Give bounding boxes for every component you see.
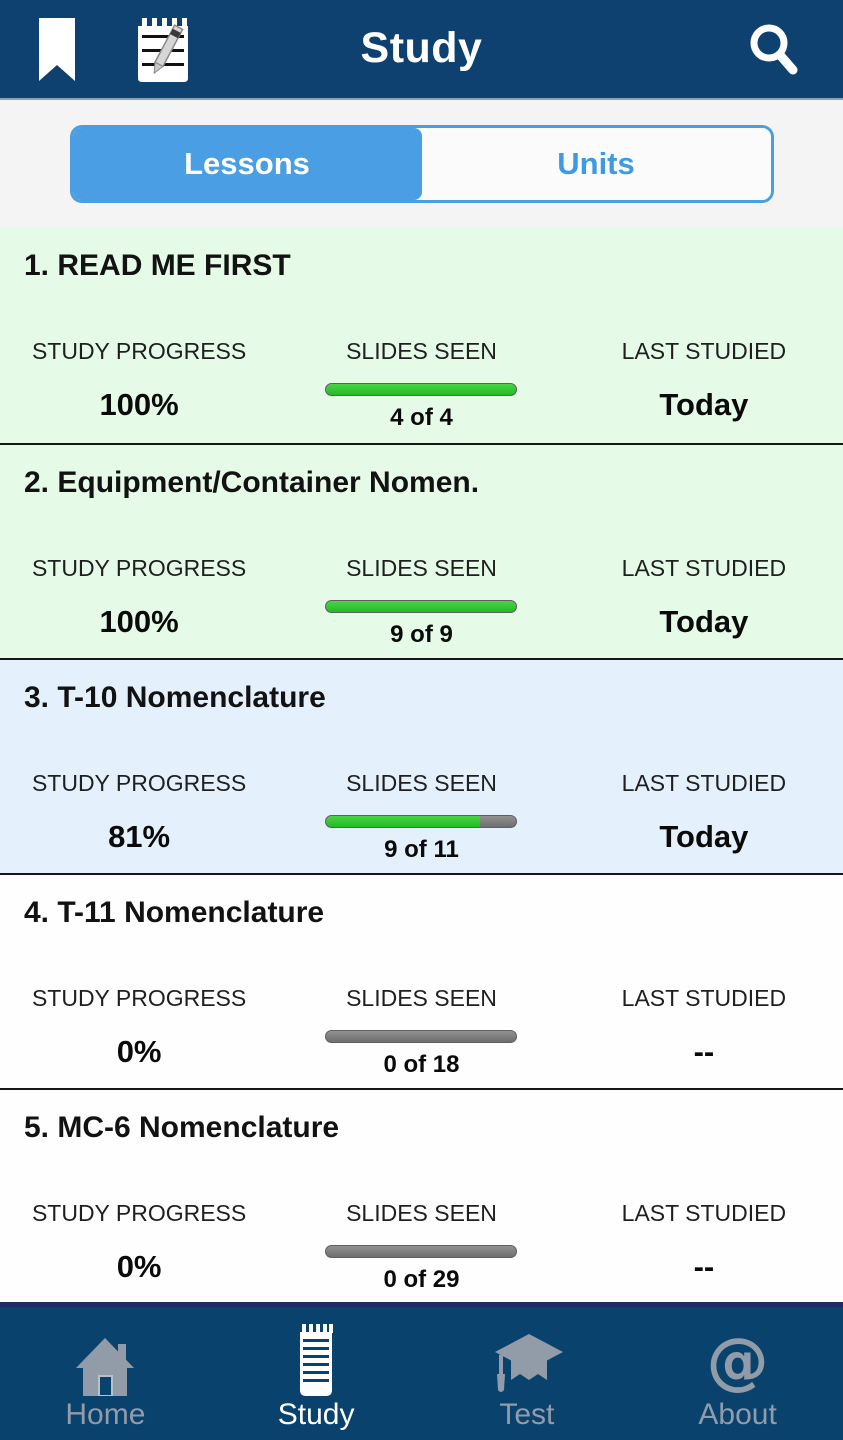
tabs-area: Lessons Units [0,100,843,228]
home-icon [74,1320,136,1396]
lesson-title: 1. READ ME FIRST [24,249,291,282]
progress-bar-fill [326,601,517,612]
lessons-units-segmented-control: Lessons Units [69,125,774,203]
last-studied-value: -- [693,1249,715,1284]
search-icon[interactable] [747,22,799,81]
slides-seen-value: 9 of 11 [384,836,459,863]
study-progress-value: 100% [99,604,179,639]
tab-lessons[interactable]: Lessons [72,128,422,200]
lesson-title: 2. Equipment/Container Nomen. [24,466,480,499]
bookmark-icon[interactable] [38,18,76,87]
test-icon [489,1320,565,1396]
study-progress-value: 100% [99,387,179,422]
progress-bar-track [325,815,518,828]
nav-label: Test [499,1398,555,1431]
study-progress-value: 81% [108,819,171,854]
study-progress-value: 0% [116,1249,162,1284]
study-progress-label: STUDY PROGRESS [31,1200,247,1226]
lesson-row-4[interactable]: 4. T-11 Nomenclature STUDY PROGRESS 0% S… [0,873,843,1088]
progress-bar-fill [326,816,481,827]
study-progress-label: STUDY PROGRESS [31,770,247,796]
study-progress-label: STUDY PROGRESS [31,338,247,364]
study-progress-value: 0% [116,1034,162,1069]
lesson-row-5[interactable]: 5. MC-6 Nomenclature STUDY PROGRESS 0% S… [0,1088,843,1302]
last-studied-label: LAST STUDIED [621,985,787,1011]
last-studied-label: LAST STUDIED [621,555,787,581]
last-studied-label: LAST STUDIED [621,338,787,364]
last-studied-label: LAST STUDIED [621,770,787,796]
slides-seen-label: SLIDES SEEN [346,1200,497,1226]
lesson-title: 5. MC-6 Nomenclature [24,1111,340,1144]
nav-item-home[interactable]: Home [0,1307,211,1440]
progress-bar-track [325,1030,518,1043]
progress-bar-fill [326,384,517,395]
slides-seen-value: 9 of 9 [390,621,453,648]
lesson-list: 1. READ ME FIRST STUDY PROGRESS 100% SLI… [0,228,843,1302]
about-icon: @ [706,1324,769,1397]
progress-bar-track [325,1245,518,1258]
lesson-row-1[interactable]: 1. READ ME FIRST STUDY PROGRESS 100% SLI… [0,228,843,443]
slides-seen-label: SLIDES SEEN [346,555,497,581]
study-progress-label: STUDY PROGRESS [31,985,247,1011]
slides-seen-value: 4 of 4 [390,404,453,431]
tab-units[interactable]: Units [421,128,771,200]
nav-item-about[interactable]: @ About [632,1307,843,1440]
last-studied-value: -- [693,1034,715,1069]
slides-seen-label: SLIDES SEEN [346,770,497,796]
bottom-nav-bar: Home Study [0,1302,843,1440]
nav-label: Home [65,1398,146,1431]
lesson-title: 4. T-11 Nomenclature [24,896,325,929]
last-studied-value: Today [659,387,749,422]
nav-label: Study [277,1398,355,1431]
study-icon [299,1320,334,1396]
page-title: Study [360,24,483,72]
lesson-row-3[interactable]: 3. T-10 Nomenclature STUDY PROGRESS 81% … [0,658,843,873]
notes-icon[interactable] [136,18,190,87]
last-studied-label: LAST STUDIED [621,1200,787,1226]
last-studied-value: Today [659,819,749,854]
nav-item-test[interactable]: Test [422,1307,633,1440]
last-studied-value: Today [659,604,749,639]
study-progress-label: STUDY PROGRESS [31,555,247,581]
progress-bar-track [325,383,518,396]
progress-bar-track [325,600,518,613]
slides-seen-label: SLIDES SEEN [346,338,497,364]
lesson-title: 3. T-10 Nomenclature [24,681,326,714]
slides-seen-value: 0 of 18 [383,1051,460,1078]
nav-item-study[interactable]: Study [211,1307,422,1440]
slides-seen-value: 0 of 29 [383,1266,460,1293]
header-bar: Study [0,0,843,100]
nav-label: About [698,1398,777,1431]
lesson-row-2[interactable]: 2. Equipment/Container Nomen. STUDY PROG… [0,443,843,658]
slides-seen-label: SLIDES SEEN [346,985,497,1011]
